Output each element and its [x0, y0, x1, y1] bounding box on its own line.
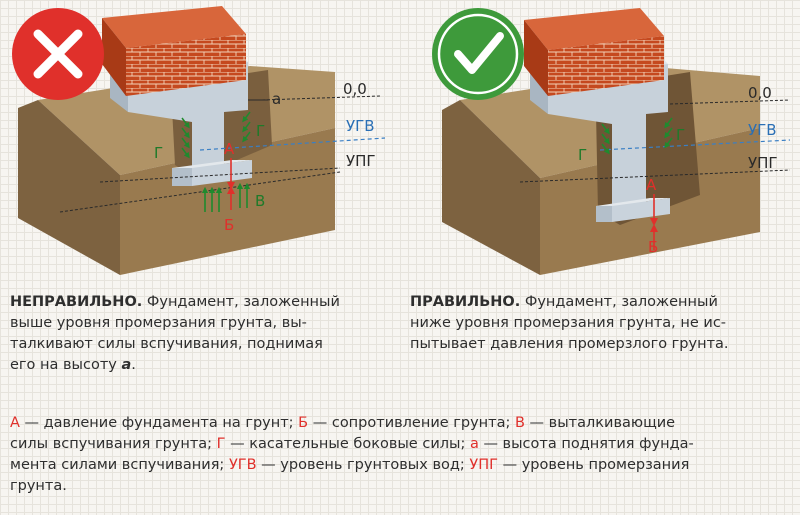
- right-diagram: 0,0 УГВ УПГ Г Г А Б: [432, 8, 791, 275]
- legend-text-height: — высота поднятия фунда-: [478, 436, 694, 452]
- force-g-label-right: Г: [256, 122, 265, 140]
- height-a-label: а: [272, 90, 281, 108]
- level-upg-label-right: УПГ: [748, 154, 778, 172]
- force-a-label-right: А: [646, 176, 657, 194]
- force-a-label: А: [224, 140, 235, 158]
- legend-text-v: — выталкивающие: [524, 415, 676, 431]
- force-g-label-left-right: Г: [578, 146, 587, 164]
- wrong-diagram: 0,0 УГВ УПГ а Г Г В А Б: [12, 6, 386, 275]
- lateral-force-arrows-right-right: [664, 117, 673, 149]
- soil-left-face: [18, 100, 120, 275]
- level-zero-line-right: [669, 99, 791, 105]
- legend-text-v2: силы вспучивания грунта;: [10, 436, 217, 452]
- legend-key-ugv: УГВ: [228, 457, 257, 473]
- right-caption-line3: пытывает давления промерзлого грунта.: [410, 336, 729, 352]
- wrong-caption-line4: его на высоту: [10, 357, 122, 373]
- legend-text-upg: — уровень промерзания: [497, 457, 690, 473]
- foundation-diagram: 0,0 УГВ УПГ а Г Г В А Б: [12, 6, 791, 275]
- upthrust-arrows: [201, 182, 251, 212]
- wrong-caption-line1: Фундамент, заложенный: [142, 294, 340, 310]
- wrong-badge: [12, 8, 104, 100]
- force-v-label: В: [255, 192, 265, 210]
- legend-text-b: — сопротивление грунта;: [308, 415, 515, 431]
- check-icon: [454, 32, 504, 74]
- legend-text-ugv: — уровень грунтовых вод;: [256, 457, 470, 473]
- wrong-caption-line3: талкивают силы вспучивания, поднимая: [10, 336, 323, 352]
- legend-key-height: а: [469, 436, 479, 452]
- wrong-caption: НЕПРАВИЛЬНО. Фундамент, заложенный выше …: [10, 292, 390, 376]
- level-ugv-line: [199, 137, 386, 151]
- right-caption-title: ПРАВИЛЬНО.: [410, 294, 521, 310]
- force-g-label-right-right: Г: [676, 126, 685, 144]
- level-upg-line-left: [99, 167, 341, 183]
- level-ugv-label-right: УГВ: [748, 121, 777, 139]
- legend-text-a: — давление фундамента на грунт;: [19, 415, 299, 431]
- level-zero-label: 0,0: [343, 80, 367, 98]
- legend-text-height2: мента силами вспучивания;: [10, 457, 229, 473]
- legend: А — давление фундамента на грунт; Б — со…: [10, 413, 790, 497]
- force-g-label-left: Г: [154, 144, 163, 162]
- level-upg-label: УПГ: [346, 152, 376, 170]
- legend-key-upg: УПГ: [469, 457, 498, 473]
- wrong-caption-var: а: [121, 357, 132, 373]
- legend-key-a: А: [10, 415, 20, 431]
- wrong-caption-line2: выше уровня промерзания грунта, вы-: [10, 315, 307, 331]
- level-ugv-line-right: [599, 139, 791, 151]
- right-caption: ПРАВИЛЬНО. Фундамент, заложенный ниже ур…: [410, 292, 790, 355]
- legend-key-g: Г: [216, 436, 226, 452]
- cross-icon: [33, 29, 83, 79]
- brick-wall-wrong: [102, 6, 246, 96]
- legend-key-v: В: [515, 415, 525, 431]
- legend-key-b: Б: [298, 415, 309, 431]
- legend-text-upg2: грунта.: [10, 478, 67, 494]
- right-badge: [432, 8, 524, 100]
- force-b-label-right: Б: [648, 238, 658, 256]
- level-ugv-label: УГВ: [346, 117, 375, 135]
- legend-text-g: — касательные боковые силы;: [225, 436, 470, 452]
- level-zero-label-right: 0,0: [748, 84, 772, 102]
- force-b-label: Б: [224, 216, 234, 234]
- lateral-force-arrows-left: [181, 117, 190, 159]
- soil-front-face: [120, 128, 335, 275]
- lateral-force-arrows-left-right: [601, 123, 610, 155]
- right-caption-line2: ниже уровня промерзания грунта, не ис-: [410, 315, 727, 331]
- level-upg-line-right: [59, 171, 341, 213]
- brick-wall-right: [524, 8, 664, 96]
- soil-left-face-right: [442, 100, 540, 275]
- level-upg-line-right-a: [519, 169, 791, 183]
- lateral-force-arrows-right: [242, 111, 251, 143]
- wrong-caption-title: НЕПРАВИЛЬНО.: [10, 294, 143, 310]
- right-caption-line1: Фундамент, заложенный: [520, 294, 718, 310]
- wrong-caption-end: .: [131, 357, 136, 373]
